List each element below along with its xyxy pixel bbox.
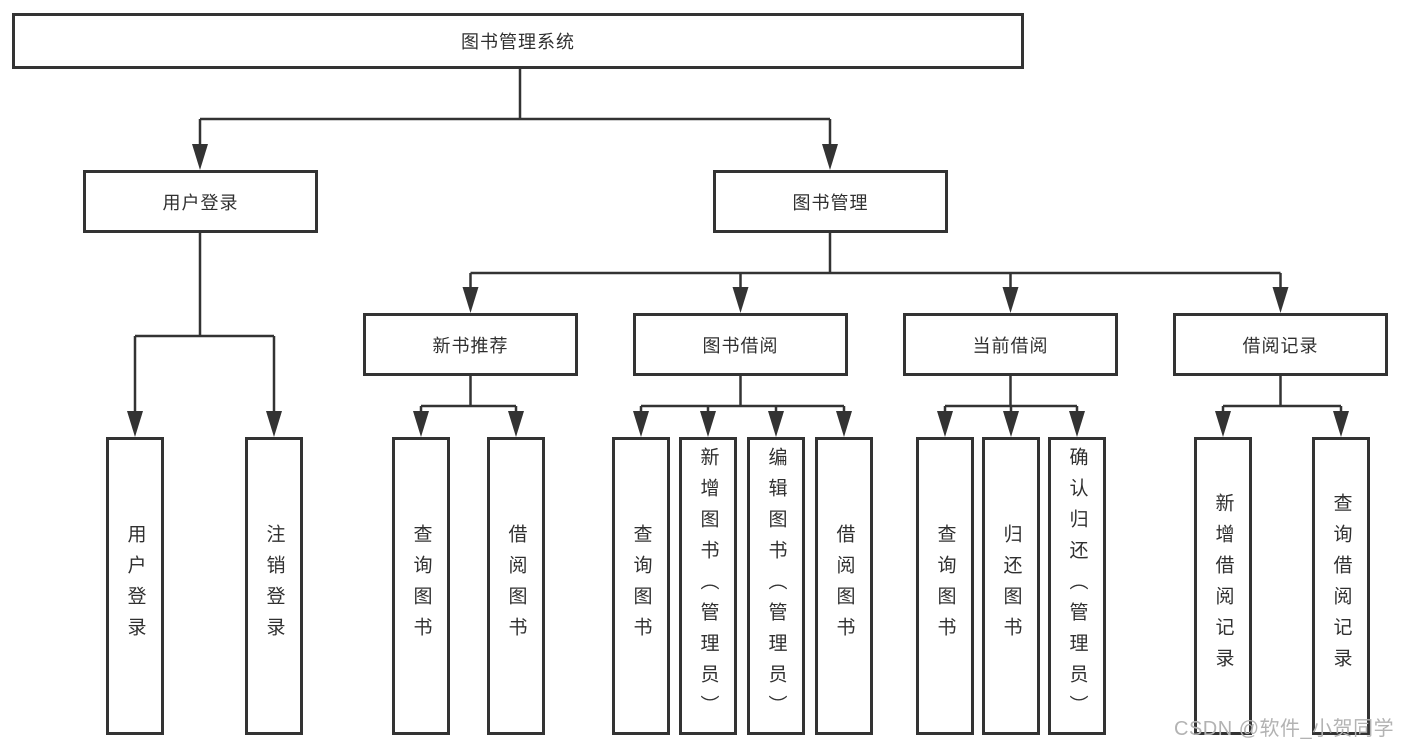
leaf-query-books-newrec: 查询图书	[392, 437, 450, 735]
leaf-user-login: 用户登录	[106, 437, 164, 735]
arrowhead	[700, 411, 716, 437]
arrowheads	[127, 144, 1349, 437]
leaf-return-books-label: 归还图书	[1000, 524, 1022, 648]
leaf-add-books-admin-label: 新增图书（管理员）	[697, 446, 719, 726]
node-book-management-label: 图书管理	[792, 192, 869, 213]
arrowhead	[1069, 411, 1085, 437]
connector-new-book-children	[419, 376, 518, 416]
arrowhead	[1003, 411, 1019, 437]
arrowhead	[192, 144, 208, 170]
arrowhead	[1215, 411, 1231, 437]
leaf-query-books-borrow: 查询图书	[612, 437, 670, 735]
leaf-borrow-books-newrec: 借阅图书	[487, 437, 545, 735]
node-user-login-label: 用户登录	[162, 192, 239, 213]
arrowhead	[937, 411, 953, 437]
arrowhead	[1272, 287, 1289, 313]
connector-book-management-children	[469, 233, 1282, 292]
leaf-query-borrow-record-label: 查询借阅记录	[1330, 493, 1352, 679]
leaf-borrow-books-borrow-label: 借阅图书	[833, 524, 855, 648]
leaf-return-books: 归还图书	[982, 437, 1040, 735]
arrowhead	[127, 411, 143, 437]
arrowhead	[633, 411, 649, 437]
arrowhead	[266, 411, 282, 437]
arrowhead	[836, 411, 852, 437]
node-borrow-records: 借阅记录	[1173, 313, 1388, 376]
leaf-borrow-books-newrec-label: 借阅图书	[505, 524, 527, 648]
node-new-book-recommend: 新书推荐	[363, 313, 578, 376]
connector-current-borrow-children	[943, 376, 1079, 416]
watermark-text: CSDN @软件_小贺同学	[1174, 718, 1395, 740]
leaf-edit-books-admin-label: 编辑图书（管理员）	[765, 446, 787, 726]
arrowhead	[508, 411, 524, 437]
connector-book-borrow-children	[639, 376, 846, 416]
leaf-add-books-admin: 新增图书（管理员）	[679, 437, 737, 735]
leaf-user-login-label: 用户登录	[124, 524, 146, 648]
node-book-borrow: 图书借阅	[633, 313, 848, 376]
leaf-query-books-borrow-label: 查询图书	[630, 524, 652, 648]
connector-root-to-level2	[198, 68, 832, 150]
node-current-borrow: 当前借阅	[903, 313, 1118, 376]
leaf-logout: 注销登录	[245, 437, 303, 735]
leaf-query-books-current: 查询图书	[916, 437, 974, 735]
leaf-edit-books-admin: 编辑图书（管理员）	[747, 437, 805, 735]
arrowhead	[413, 411, 429, 437]
arrowhead	[1002, 287, 1019, 313]
node-root-label: 图书管理系统	[461, 32, 575, 52]
arrowhead	[462, 287, 479, 313]
node-root: 图书管理系统	[12, 13, 1024, 69]
leaf-logout-label: 注销登录	[263, 524, 285, 648]
arrowhead	[732, 287, 749, 313]
leaf-confirm-return-admin-label: 确认归还（管理员）	[1066, 446, 1088, 726]
leaf-add-borrow-record: 新增借阅记录	[1194, 437, 1252, 735]
leaf-query-borrow-record: 查询借阅记录	[1312, 437, 1370, 735]
node-current-borrow-label: 当前借阅	[972, 335, 1049, 356]
leaf-query-books-current-label: 查询图书	[934, 524, 956, 648]
node-new-book-recommend-label: 新书推荐	[432, 335, 509, 356]
arrowhead	[1333, 411, 1349, 437]
leaf-query-books-newrec-label: 查询图书	[410, 524, 432, 648]
leaf-borrow-books-borrow: 借阅图书	[815, 437, 873, 735]
node-user-login: 用户登录	[83, 170, 318, 233]
leaf-add-borrow-record-label: 新增借阅记录	[1212, 493, 1234, 679]
node-book-management: 图书管理	[713, 170, 948, 233]
arrowhead	[768, 411, 784, 437]
node-book-borrow-label: 图书借阅	[702, 335, 779, 356]
connector-borrow-records-children	[1221, 376, 1343, 416]
arrowhead	[822, 144, 838, 170]
connector-user-login-children	[133, 233, 276, 416]
leaf-confirm-return-admin: 确认归还（管理员）	[1048, 437, 1106, 735]
node-borrow-records-label: 借阅记录	[1242, 335, 1319, 356]
